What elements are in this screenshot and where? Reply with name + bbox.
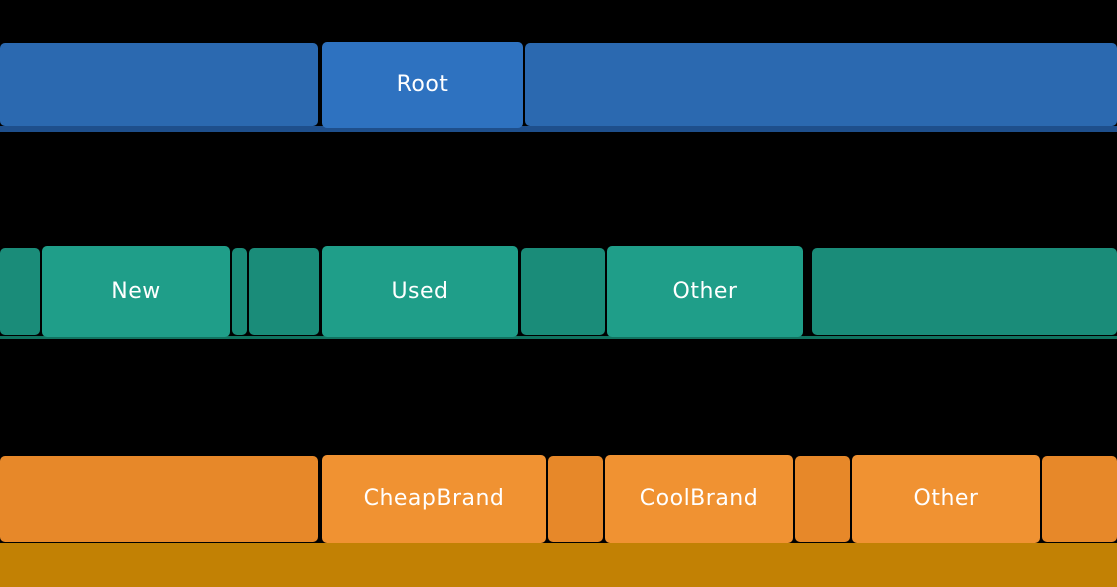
level-2-segment-4 [795, 456, 850, 542]
tree-node-label: Other [672, 278, 738, 304]
tree-node-label: Other [913, 486, 979, 511]
level-2-segment-2 [548, 456, 603, 542]
tree-node-label: CheapBrand [363, 486, 505, 511]
tree-node-other-l1[interactable]: Other [607, 246, 803, 337]
level-1-segment-3 [249, 248, 319, 335]
tree-node-label: Used [391, 278, 449, 304]
tree-node-other-l2[interactable]: Other [852, 455, 1040, 543]
tree-node-label: New [111, 278, 161, 304]
level-1-segment-2 [232, 248, 247, 335]
level-0-bottom-strip [0, 126, 1117, 132]
tree-node-used-l1[interactable]: Used [322, 246, 518, 337]
level-1-segment-7 [812, 248, 1117, 335]
level-2-segment-0 [0, 456, 318, 542]
tree-node-new-l1[interactable]: New [42, 246, 230, 337]
level-1-bottom-strip [0, 336, 1117, 339]
tree-node-coolbrand-l2[interactable]: CoolBrand [605, 455, 793, 543]
level-0-segment-0 [0, 43, 318, 126]
tree-node-root-l0[interactable]: Root [322, 42, 523, 128]
tree-node-label: CoolBrand [639, 486, 759, 511]
level-2-bottom-strip [0, 543, 1117, 587]
tree-node-cheapbrand-l2[interactable]: CheapBrand [322, 455, 546, 543]
level-2-segment-6 [1042, 456, 1117, 542]
level-1-segment-0 [0, 248, 40, 335]
level-1-segment-5 [521, 248, 605, 335]
tree-node-label: Root [396, 72, 449, 97]
level-0-segment-2 [525, 43, 1117, 126]
